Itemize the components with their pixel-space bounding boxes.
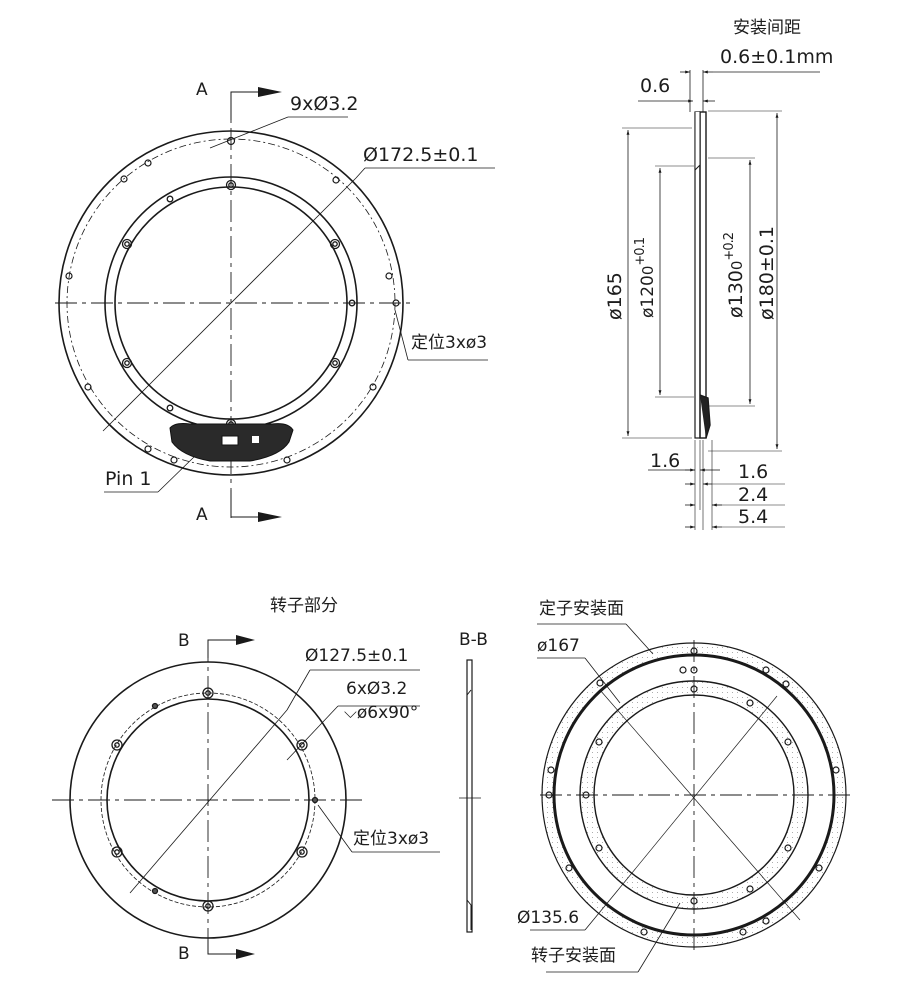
dim-stack-5-4: 5.4 [738, 506, 769, 528]
dim-120: ø1200+0.1 [633, 238, 658, 318]
callout-6-holes: 6xØ3.2 [346, 679, 408, 699]
label-stator-mounting-face: 定子安装面 [539, 599, 624, 619]
dim-stack-1-6: 1.6 [738, 461, 769, 483]
section-marker-b-top: B [178, 631, 190, 651]
dim-inner-135-6: Ø135.6 [517, 908, 580, 928]
section-marker-a-bottom: A [196, 505, 208, 525]
dim-top-gap: 0.6 [640, 75, 671, 97]
rotor-view-title: 转子部分 [270, 596, 338, 616]
stator-view [55, 87, 495, 522]
side-view-title: 安装间距 [733, 18, 801, 38]
label-rotor-mounting-face: 转子安装面 [531, 946, 616, 966]
section-marker-b-bottom: B [178, 944, 190, 964]
callout-9-holes: 9xØ3.2 [290, 93, 359, 115]
section-bb-view [459, 659, 481, 933]
callout-bolt-circle-127: Ø127.5±0.1 [305, 646, 409, 666]
gap-spec: 0.6±0.1mm [720, 46, 834, 68]
dim-left-thickness: 1.6 [650, 450, 681, 472]
section-marker-a-top: A [196, 80, 208, 100]
dim-outer-167: ø167 [537, 636, 580, 656]
callout-pin-1: Pin 1 [105, 468, 152, 490]
dim-180: ø180±0.1 [756, 225, 778, 320]
dim-od-165: ø165 [604, 272, 626, 320]
dim-130: ø1300+0.2 [722, 232, 747, 318]
mounting-view [530, 623, 850, 973]
callout-rotor-locating: 定位3xø3 [353, 829, 430, 849]
callout-countersink: ⌵ø6x90° [344, 703, 419, 723]
callout-bolt-circle-172: Ø172.5±0.1 [363, 144, 479, 166]
rotor-view [52, 635, 440, 959]
callout-locating-holes: 定位3xø3 [411, 333, 488, 353]
side-section-view [622, 70, 820, 530]
dim-stack-2-4: 2.4 [738, 484, 769, 506]
section-bb-title: B-B [459, 630, 488, 650]
